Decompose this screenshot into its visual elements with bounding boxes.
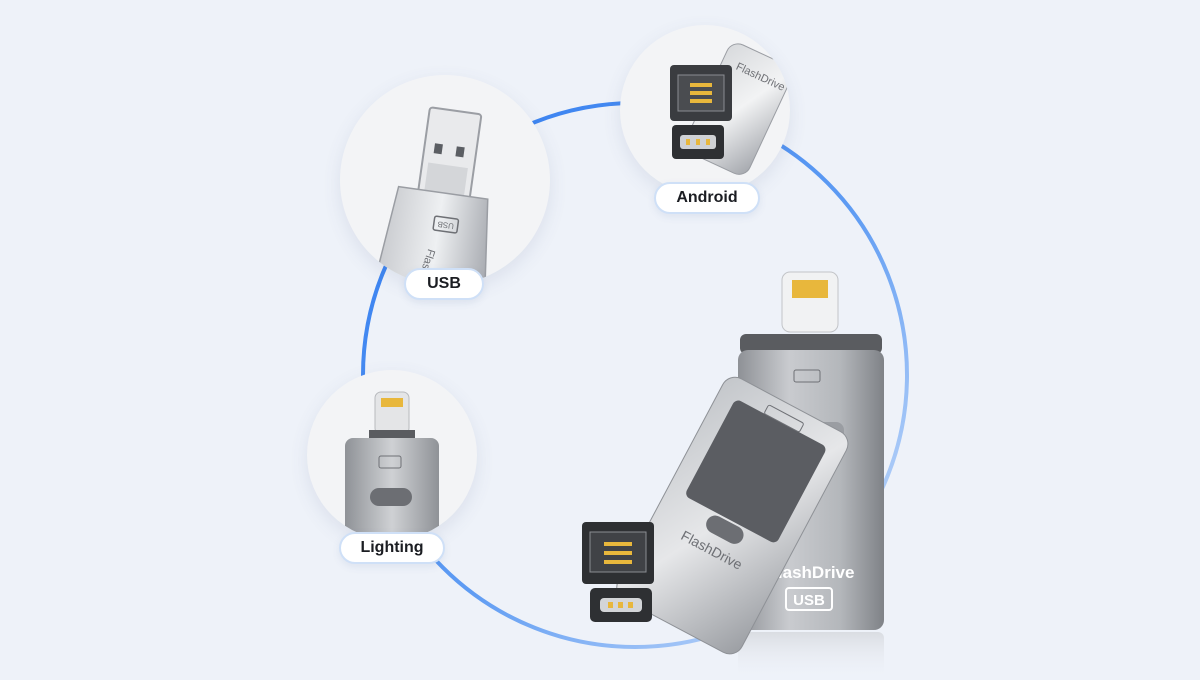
lightning-connector-bubble bbox=[307, 370, 477, 540]
usb-connector-bubble: USB FlashDrive bbox=[340, 75, 550, 285]
flash-drive-product: FlashDrive USB FlashDrive bbox=[582, 271, 884, 680]
lightning-label: Lighting bbox=[339, 532, 445, 564]
usb-badge-standing: USB bbox=[793, 592, 825, 609]
android-connector-bubble: FlashDrive bbox=[620, 25, 790, 195]
usb-connector-image: USB FlashDrive bbox=[374, 106, 489, 285]
brand-text-standing: FlashDrive bbox=[768, 563, 855, 582]
lightning-connector-image bbox=[345, 391, 439, 538]
svg-text:USB: USB bbox=[437, 219, 455, 230]
android-connector-image: FlashDrive bbox=[670, 43, 790, 175]
usb-label: USB bbox=[404, 268, 484, 300]
android-label: Android bbox=[654, 182, 760, 214]
